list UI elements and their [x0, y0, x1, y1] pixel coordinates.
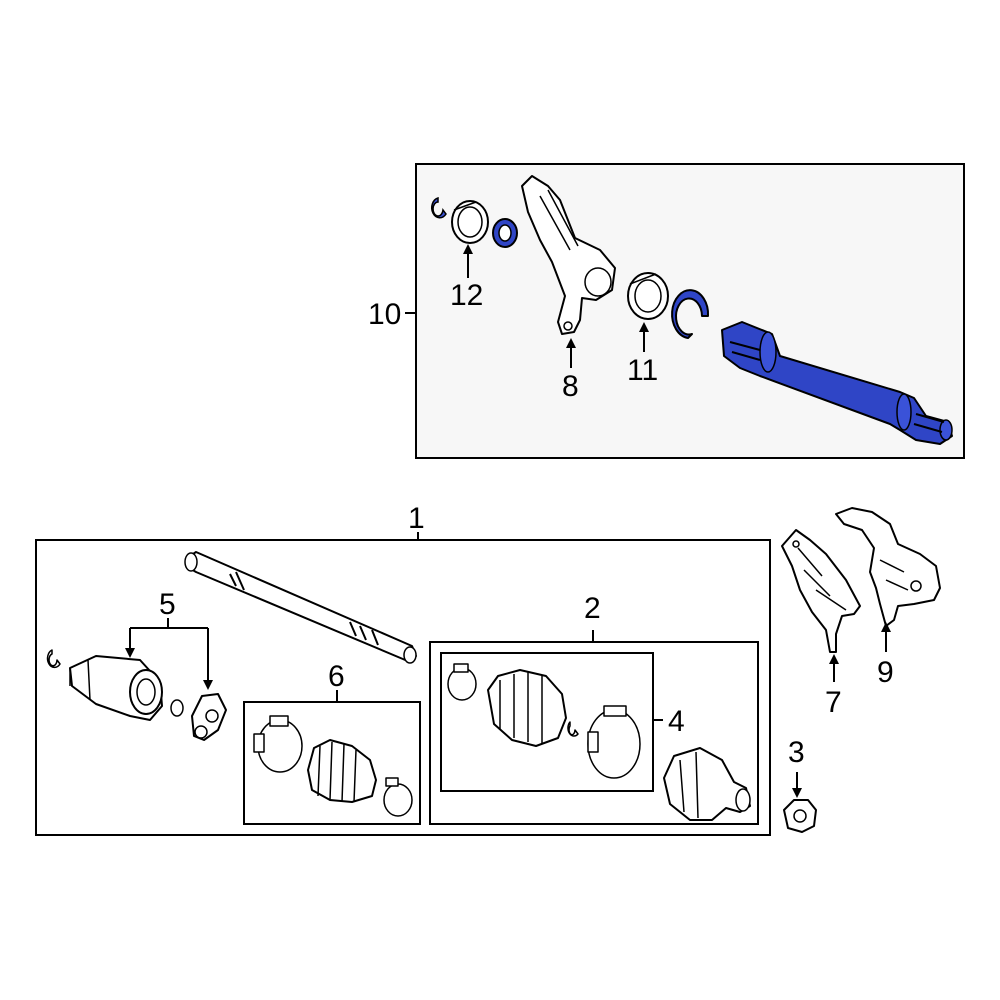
- boot-clamp-small-6: [383, 777, 413, 817]
- intermediate-shaft: [721, 321, 953, 445]
- bracket-hole: [584, 267, 612, 297]
- bearing-11: [627, 272, 669, 320]
- callout-3-arrow: [792, 788, 802, 798]
- bracket-rib: [539, 189, 579, 251]
- axle-shaft: [184, 551, 417, 664]
- callout-9-arrow: [881, 622, 891, 632]
- callout-4: 4: [668, 705, 685, 738]
- callout-5-left-arrow: [125, 648, 135, 658]
- callout-7-arrow: [829, 654, 839, 664]
- circlip-4: [567, 721, 579, 737]
- callout-2: 2: [584, 592, 601, 625]
- callout-8-arrow: [566, 338, 576, 348]
- hub-nut-3: [783, 799, 817, 833]
- tripod-joint: [191, 693, 227, 741]
- outer-cv-joint: [663, 747, 751, 821]
- callout-11: 11: [627, 354, 658, 387]
- outer-boot-kit-box: [440, 652, 654, 792]
- callout-11-arrow: [639, 322, 649, 332]
- bearing-12: [451, 200, 489, 244]
- outer-boot: [487, 669, 567, 747]
- axle-assembly-group: 1 5 6: [35, 502, 771, 836]
- snap-ring-large: [671, 289, 710, 339]
- callout-6: 6: [328, 660, 345, 693]
- heat-shield-9: [835, 507, 941, 627]
- callout-1: 1: [408, 502, 425, 535]
- inner-boot: [307, 739, 377, 803]
- callout-12-arrow: [463, 244, 473, 254]
- snap-ring-small: [431, 197, 447, 219]
- callout-10: 10: [368, 298, 401, 331]
- axle-assembly-box: [35, 539, 771, 836]
- washer-5: [170, 699, 184, 717]
- callout-5: 5: [159, 588, 176, 621]
- bracket-bolt-hole: [563, 321, 573, 331]
- callout-8: 8: [562, 370, 579, 403]
- inner-boot-kit-box: [243, 701, 421, 825]
- boot-clamp-large-4: [587, 705, 641, 779]
- seal-ring: [492, 218, 518, 248]
- callout-7: 7: [825, 686, 842, 719]
- boot-clamp-large-6: [253, 715, 303, 773]
- bracket-7: [781, 529, 861, 653]
- boot-clamp-small-4: [447, 663, 477, 701]
- inner-joint-housing: [69, 655, 163, 721]
- callout-3: 3: [788, 736, 805, 769]
- callout-9: 9: [877, 656, 894, 689]
- intermediate-shaft-group: 10 12 8 11: [368, 163, 965, 459]
- circlip-5: [46, 649, 61, 669]
- callout-5-right-arrow: [203, 680, 213, 690]
- callout-12: 12: [450, 279, 483, 312]
